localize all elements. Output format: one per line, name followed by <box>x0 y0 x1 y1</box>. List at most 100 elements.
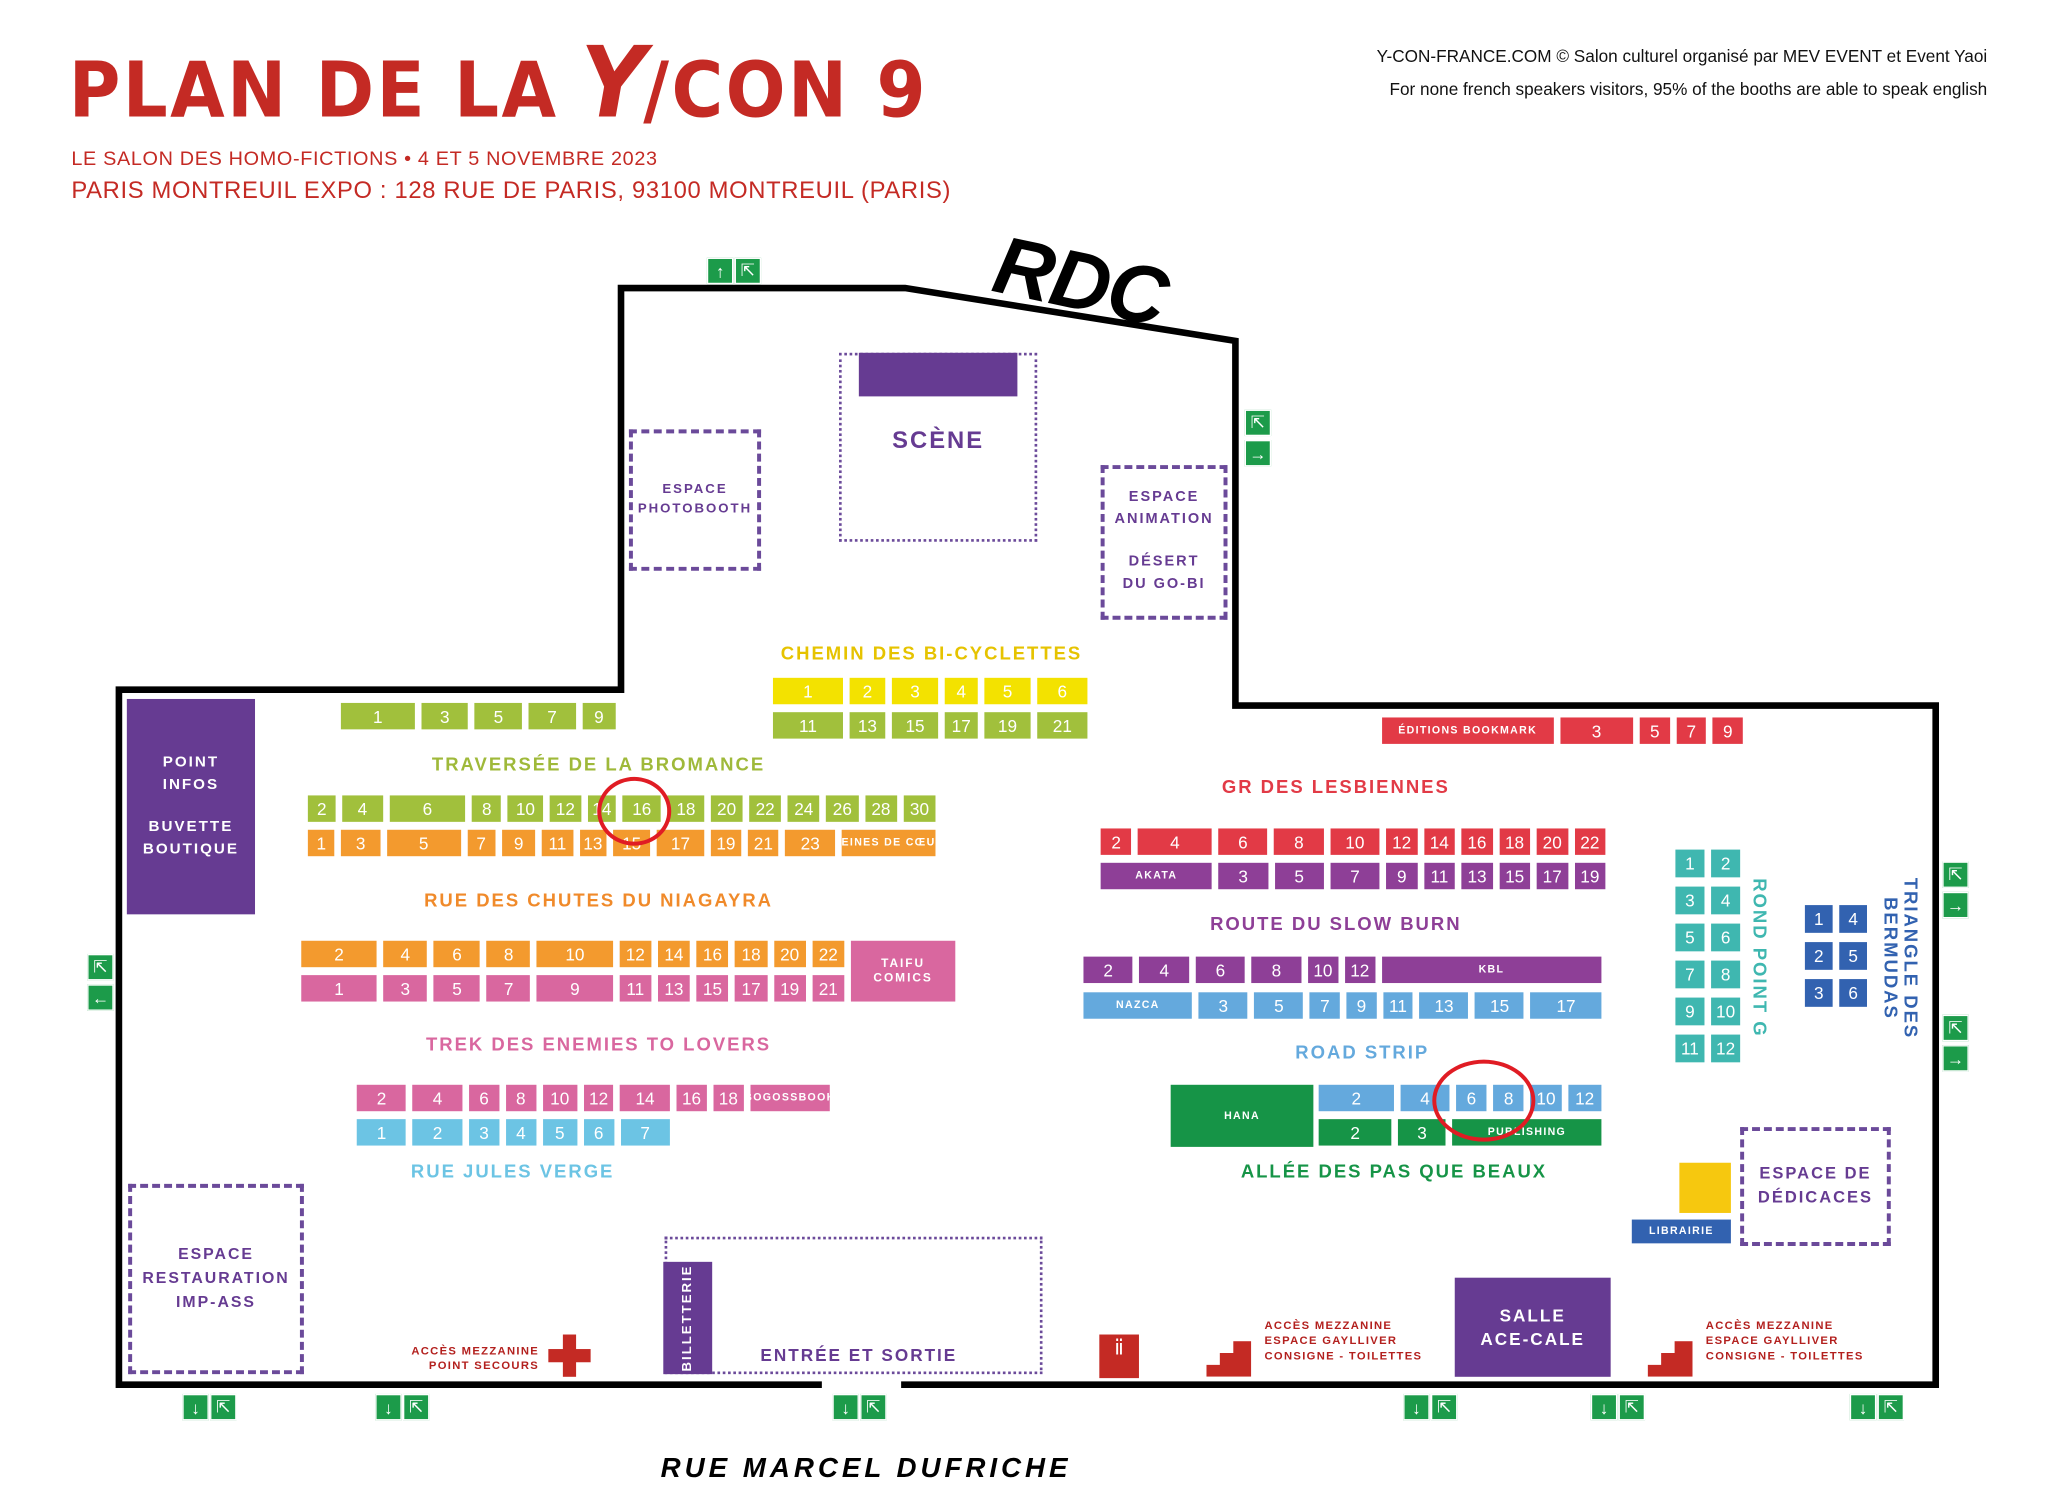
booth-tb2-0: 2 <box>1804 942 1833 970</box>
booth-gr_r-1: 4 <box>1138 828 1212 855</box>
booth-gr_r-10: 22 <box>1574 828 1606 855</box>
booth-bicy_g-5: 21 <box>1037 712 1088 739</box>
booth-gr_r-9: 20 <box>1536 828 1568 855</box>
animation-area <box>1100 465 1228 620</box>
booth-brom_g-5: 12 <box>549 795 582 822</box>
booth-nia_o-0: 2 <box>301 940 377 968</box>
restroom-icon: ⅱ <box>1099 1334 1139 1379</box>
booth-nia_o-2: 6 <box>433 940 481 968</box>
booth-bicy_y-3: 4 <box>944 677 978 705</box>
booth-sb_b-6: 13 <box>1419 992 1469 1019</box>
booth-brom_g-3: 8 <box>472 795 502 822</box>
booth-bookmark-4: 9 <box>1712 717 1743 744</box>
highlight-circle-bromance-16 <box>597 776 672 846</box>
booth-bookmark-1: 3 <box>1559 717 1634 744</box>
booth-topleft-4: 9 <box>582 702 616 730</box>
booth-brom_g-13: 28 <box>864 795 897 822</box>
booth-tb2-1: 5 <box>1839 942 1867 970</box>
billetterie-booth: BILLETTERIE <box>663 1261 713 1375</box>
exit-arrow-icon: → <box>1942 1045 1969 1072</box>
booth-rp6-0: 11 <box>1675 1034 1705 1063</box>
booth-gr_p-5: 11 <box>1423 862 1455 890</box>
booth-nia_p-10: 21 <box>812 975 845 1002</box>
booth-sb_b-3: 7 <box>1309 992 1340 1019</box>
booth-nia_o-1: 4 <box>383 940 428 968</box>
booth-sb_p-6: KBL <box>1381 956 1602 984</box>
booth-topleft-3: 7 <box>528 702 576 730</box>
booth-gr_p-0: AKATA <box>1100 862 1212 890</box>
booth-nia_o-6: 14 <box>657 940 690 968</box>
booth-rp2-0: 3 <box>1675 886 1705 915</box>
booth-topleft-1: 3 <box>421 702 469 730</box>
booth-bicy_y-0: 1 <box>772 677 843 705</box>
booth-tb3-1: 6 <box>1839 979 1867 1007</box>
librairie-booth: LIBRAIRIE <box>1631 1219 1731 1244</box>
booth-bicy_y-1: 2 <box>849 677 886 705</box>
booth-rs_b-0: 2 <box>1318 1084 1394 1112</box>
booth-gr_p-7: 15 <box>1499 862 1531 890</box>
booth-gr_r-5: 12 <box>1386 828 1418 855</box>
subtitle: LE SALON DES HOMO-FICTIONS • 4 ET 5 NOVE… <box>71 147 658 171</box>
exit-arrow-icon: → <box>1244 439 1272 467</box>
booth-rp5-1: 10 <box>1711 997 1741 1026</box>
booth-brom_o-12: REINES DE CŒUR <box>841 829 936 857</box>
booth-trek_p-9: BOGOSSBOOK <box>750 1084 830 1112</box>
emergency-exit-icon: ⇱ <box>1244 409 1272 437</box>
booth-gr_p-4: 9 <box>1386 862 1418 890</box>
booth-tb1-1: 4 <box>1839 905 1867 933</box>
booth-brom_g-8: 18 <box>667 795 705 822</box>
booth-bicy_g-4: 19 <box>984 712 1031 739</box>
booth-brom_o-1: 3 <box>341 829 381 857</box>
emergency-exit-icon: ⇱ <box>210 1393 237 1421</box>
booth-bookmark-3: 7 <box>1676 717 1707 744</box>
booth-nia_p-7: 15 <box>696 975 729 1002</box>
street-bicyclettes: CHEMIN DES BI-CYCLETTES <box>780 642 1083 664</box>
booth-nia_p-1: 3 <box>383 975 428 1002</box>
exit-arrow-icon: → <box>1942 891 1969 919</box>
booth-rs_g-0: 2 <box>1318 1119 1392 1146</box>
booth-gr_p-3: 7 <box>1330 862 1380 890</box>
emergency-exit-icon: ⇱ <box>860 1393 887 1421</box>
booth-bookmark-2: 5 <box>1639 717 1670 744</box>
emergency-exit-icon: ⇱ <box>1877 1393 1904 1421</box>
exit-arrow-icon: ↓ <box>1403 1393 1430 1421</box>
booth-gr_r-7: 16 <box>1461 828 1493 855</box>
booth-jules_b-3: 4 <box>505 1119 536 1146</box>
booth-nia_p-4: 9 <box>537 975 613 1002</box>
booth-brom_o-3: 7 <box>467 829 496 857</box>
info-line-english: For none french speakers visitors, 95% o… <box>1389 79 1988 100</box>
booth-sb_b-1: 3 <box>1198 992 1248 1019</box>
booth-sb_p-3: 8 <box>1251 956 1302 984</box>
booth-jules_b-1: 2 <box>412 1119 463 1146</box>
booth-brom_g-0: 2 <box>307 795 336 822</box>
booth-brom_o-10: 21 <box>747 829 779 857</box>
booth-trek_p-0: 2 <box>356 1084 407 1112</box>
booth-trek_p-3: 8 <box>505 1084 536 1112</box>
street-road-strip: ROAD STRIP <box>1295 1041 1430 1063</box>
booth-bicy_g-3: 17 <box>944 712 978 739</box>
booth-trek_p-8: 18 <box>713 1084 744 1112</box>
booth-brom_o-4: 9 <box>501 829 536 857</box>
booth-bicy_g-1: 13 <box>849 712 886 739</box>
booth-jules_b-4: 5 <box>542 1119 577 1146</box>
booth-trek_p-6: 14 <box>620 1084 670 1112</box>
booth-nia_o-3: 8 <box>486 940 531 968</box>
booth-rp3-0: 5 <box>1675 923 1705 952</box>
booth-sb_b-4: 9 <box>1346 992 1377 1019</box>
emergency-exit-icon: ⇱ <box>734 257 762 285</box>
booth-nia_p-3: 7 <box>486 975 531 1002</box>
booth-gr_p-9: 19 <box>1574 862 1606 890</box>
booth-brom_o-0: 1 <box>307 829 335 857</box>
entrance-label: ENTRÉE ET SORTIE <box>760 1345 958 1365</box>
exit-arrow-icon: ← <box>87 984 114 1011</box>
street-jules-verge: RUE JULES VERGE <box>410 1160 615 1182</box>
booth-sb_p-0: 2 <box>1083 956 1133 984</box>
